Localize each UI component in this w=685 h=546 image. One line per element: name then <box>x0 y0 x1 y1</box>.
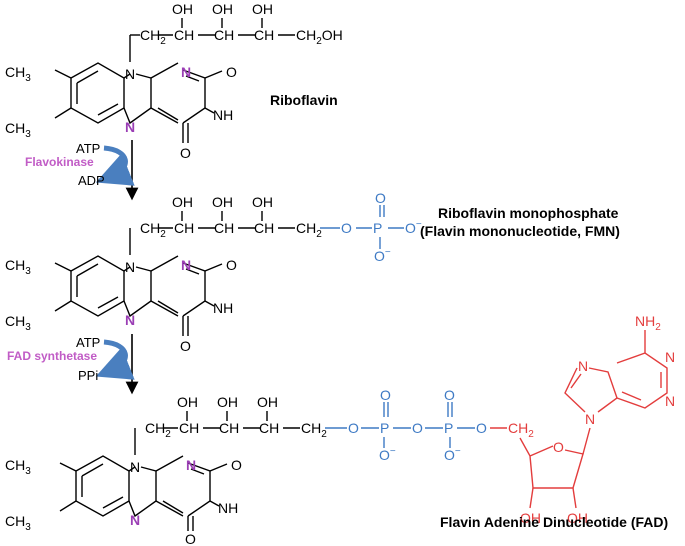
o-minus-label: O− <box>444 446 461 463</box>
n-label: N <box>665 393 675 409</box>
o-label: O <box>226 257 237 273</box>
fad-structure: CH2 CH CH CH CH2 OH OH OH O P O P O O O … <box>5 313 675 546</box>
ch3-label: CH3 <box>5 64 31 84</box>
flavokinase-label: Flavokinase <box>25 155 94 169</box>
nh-label: NH <box>213 300 233 316</box>
cofactor-curved-arrow <box>95 145 135 186</box>
nh-label: NH <box>213 107 233 123</box>
n-label: N <box>125 66 135 82</box>
nh-label: NH <box>218 500 238 516</box>
n-label: N <box>665 349 675 365</box>
ch3-label: CH3 <box>5 313 31 333</box>
o-label: O <box>348 420 359 436</box>
o-label: O <box>476 420 487 436</box>
oh-label: OH <box>172 194 193 210</box>
n-label: N <box>130 512 140 528</box>
ppi-label: PPi <box>78 368 98 383</box>
ch2oh-label: CH2OH <box>296 27 343 47</box>
p-label: P <box>380 420 389 436</box>
atp-label: ATP <box>76 141 100 156</box>
p-label: P <box>444 420 453 436</box>
ch3-label: CH3 <box>5 513 31 533</box>
o-label: O <box>226 64 237 80</box>
ch-label: CH <box>174 27 194 43</box>
ch-label: CH <box>214 27 234 43</box>
n-label: N <box>578 358 588 374</box>
p-label: P <box>373 220 382 236</box>
oh-label: OH <box>212 194 233 210</box>
ch-label: CH <box>174 220 194 236</box>
o-label: O <box>185 531 196 546</box>
ch2-label: CH2 <box>145 420 171 440</box>
ch-label: CH <box>219 420 239 436</box>
ch3-label: CH3 <box>5 457 31 477</box>
ch-label: CH <box>179 420 199 436</box>
n-label: N <box>585 411 595 427</box>
ch-label: CH <box>254 220 274 236</box>
fad-label: Flavin Adenine Dinucleotide (FAD) <box>440 514 668 530</box>
oh-label: OH <box>257 394 278 410</box>
o-label: O <box>180 145 191 161</box>
fmn-label-line1: Riboflavin monophosphate <box>438 205 619 221</box>
o-label: O <box>341 220 352 236</box>
n-label: N <box>181 64 191 80</box>
n-label: N <box>125 259 135 275</box>
ch2-label: CH2 <box>296 220 322 240</box>
o-label: O <box>553 439 564 455</box>
ch2-label: CH2 <box>140 220 166 240</box>
ch3-label: CH3 <box>5 257 31 277</box>
o-label: O <box>231 457 242 473</box>
o-minus-label: O− <box>405 219 422 236</box>
ch-label: CH <box>259 420 279 436</box>
ch2-label: CH2 <box>140 27 166 47</box>
ch3-label: CH3 <box>5 120 31 140</box>
cofactor-curved-arrow <box>95 339 135 380</box>
n-label: N <box>125 119 135 135</box>
oh-label: OH <box>172 1 193 17</box>
riboflavin-label: Riboflavin <box>270 92 338 108</box>
atp-label: ATP <box>76 335 100 350</box>
n-label: N <box>186 457 196 473</box>
ch2-label: CH2 <box>508 420 534 440</box>
o-minus-label: O− <box>379 446 396 463</box>
ch-label: CH <box>254 27 274 43</box>
ch-label: CH <box>214 220 234 236</box>
o-label: O <box>180 338 191 354</box>
oh-label: OH <box>520 510 541 526</box>
oh-label: OH <box>212 1 233 17</box>
o-label: O <box>380 387 391 403</box>
o-minus-label: O− <box>374 247 391 264</box>
oh-label: OH <box>217 394 238 410</box>
n-label: N <box>125 312 135 328</box>
oh-label: OH <box>567 510 588 526</box>
n-label: N <box>130 459 140 475</box>
fad-synthetase-label: FAD synthetase <box>7 349 97 363</box>
adp-label: ADP <box>78 173 105 188</box>
o-label: O <box>444 387 455 403</box>
fmn-structure: CH2 CH CH CH CH2 OH OH OH O P O O− O− CH… <box>5 190 422 354</box>
fmn-label-line2: (Flavin mononucleotide, FMN) <box>420 223 620 239</box>
o-label: O <box>375 190 386 206</box>
ch2-label: CH2 <box>301 420 327 440</box>
nh2-label: NH2 <box>635 313 661 333</box>
oh-label: OH <box>177 394 198 410</box>
oh-label: OH <box>252 1 273 17</box>
n-label: N <box>181 257 191 273</box>
oh-label: OH <box>252 194 273 210</box>
riboflavin-structure: CH2 CH CH CH CH2OH OH OH OH CH3 CH3 N N … <box>5 1 343 161</box>
o-label: O <box>412 420 423 436</box>
